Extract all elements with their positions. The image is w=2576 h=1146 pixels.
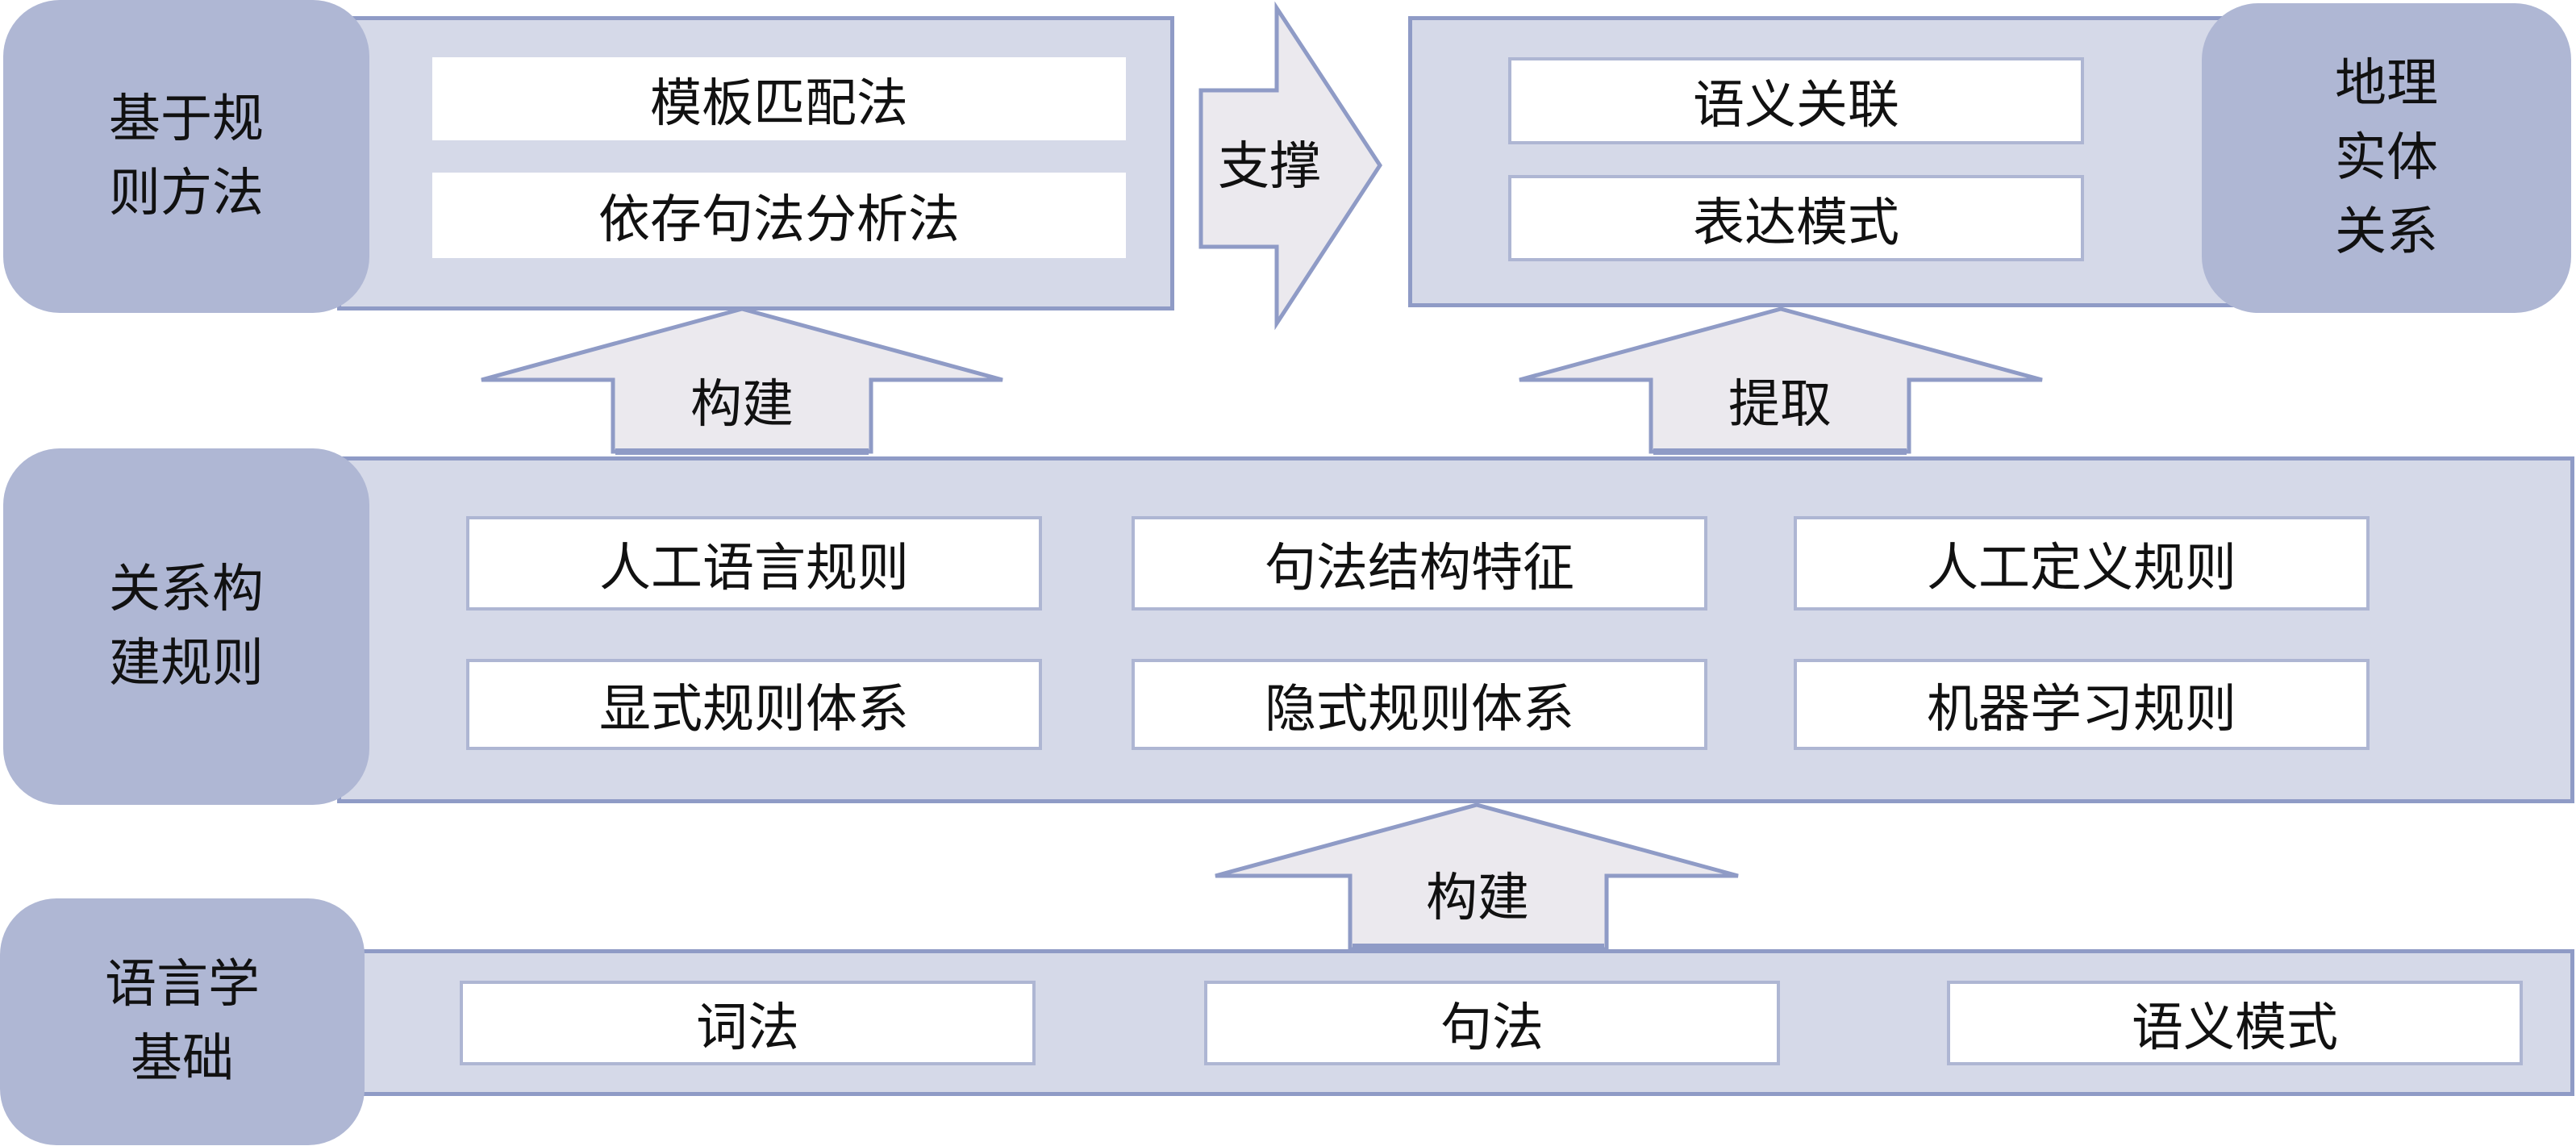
construction-rules-panel [337, 456, 2574, 803]
build-arrow-top-label: 构建 [690, 375, 794, 435]
support-arrow-label: 支撑 [1218, 137, 1321, 197]
machine-learning-rules-box: 机器学习规则 [1794, 659, 2370, 750]
semantic-pattern-box: 语义模式 [1947, 981, 2523, 1065]
extract-arrow [1519, 306, 2043, 454]
geo-relations-label: 地理 实体 关系 [2202, 3, 2571, 313]
support-arrow [1198, 1, 1382, 331]
syntactic-structure-features-box: 句法结构特征 [1132, 516, 1707, 611]
linguistics-label: 语言学 基础 [0, 898, 365, 1145]
manual-language-rules-box: 人工语言规则 [466, 516, 1042, 611]
build-arrow-bottom-label: 构建 [1426, 869, 1529, 928]
extract-arrow-label: 提取 [1728, 375, 1832, 435]
morphology-box: 词法 [460, 981, 1036, 1065]
expression-pattern-box: 表达模式 [1508, 175, 2084, 261]
semantic-association-box: 语义关联 [1508, 57, 2084, 144]
implicit-rule-system-box: 隐式规则体系 [1132, 659, 1707, 750]
build-arrow-bottom [1215, 802, 1739, 952]
construction-rules-label: 关系构 建规则 [3, 448, 369, 805]
manually-defined-rules-box: 人工定义规则 [1794, 516, 2370, 611]
template-matching-box: 模板匹配法 [432, 57, 1126, 140]
syntax-box: 句法 [1204, 981, 1780, 1065]
explicit-rule-system-box: 显式规则体系 [466, 659, 1042, 750]
build-arrow-top [481, 306, 1003, 454]
dependency-parsing-box: 依存句法分析法 [432, 173, 1126, 258]
rule-methods-label: 基于规 则方法 [3, 0, 369, 313]
